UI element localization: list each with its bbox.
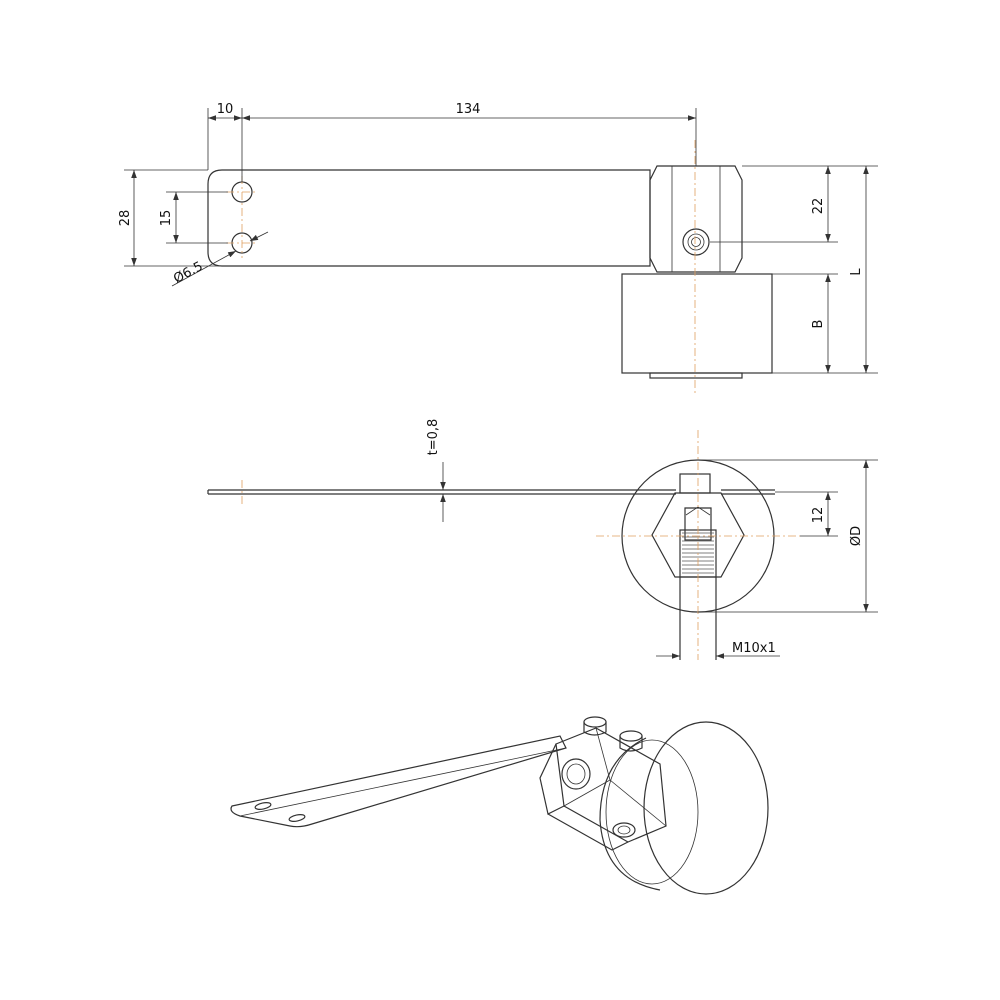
dim-label-hole-diameter: Ø6.5 xyxy=(171,259,205,287)
dim-label-nut-center: 22 xyxy=(811,198,826,215)
dim-hole-diameter: Ø6.5 xyxy=(171,231,269,287)
arm-edge xyxy=(207,489,676,495)
arm-iso xyxy=(230,735,567,828)
roller-iso xyxy=(599,721,769,895)
dim-label-thread: M10x1 xyxy=(732,641,776,656)
dim-label-hole-offset: 10 xyxy=(217,102,234,117)
dim-label-thread-offset: 12 xyxy=(811,507,826,524)
hex-body-section xyxy=(651,492,745,578)
arm-hole-iso-1 xyxy=(254,802,272,810)
dim-label-thickness: t=0,8 xyxy=(426,419,441,456)
set-screw-top xyxy=(679,473,711,494)
arm-hole-iso-2 xyxy=(288,814,306,822)
centerlines-top xyxy=(226,140,696,395)
dim-thread: M10x1 xyxy=(656,641,780,659)
dim-thread-offset: 12 xyxy=(775,491,838,537)
hex-nut-top xyxy=(649,165,743,273)
dim-label-roller-diameter: ØD xyxy=(849,526,864,546)
side-view: t=0,8 12 ØD M10x1 xyxy=(207,419,878,660)
dim-thickness: t=0,8 xyxy=(426,419,446,522)
dim-roller-width: B xyxy=(772,273,878,374)
centerlines-side xyxy=(241,430,800,660)
dim-label-arm-width: 28 xyxy=(118,210,133,227)
dim-arm-width: 28 xyxy=(118,169,222,267)
dim-roller-diameter: ØD xyxy=(698,459,878,613)
isometric-view xyxy=(230,716,769,895)
dim-hole-spacing: 15 xyxy=(159,191,228,244)
dim-label-hole-spacing: 15 xyxy=(159,210,174,227)
dim-label-roller-width: B xyxy=(811,320,826,329)
dim-arm-length: 134 xyxy=(242,102,697,166)
dim-overall-length: L xyxy=(849,166,869,373)
arm-plate xyxy=(207,169,651,267)
top-view: 10 134 28 15 Ø6.5 xyxy=(118,102,878,395)
set-screws-iso xyxy=(583,716,643,752)
dim-label-overall-length: L xyxy=(849,268,864,276)
dim-nut-center: 22 xyxy=(710,165,878,243)
dim-label-arm-length: 134 xyxy=(456,102,481,117)
roller-top xyxy=(621,273,773,379)
hex-body-iso xyxy=(539,727,667,851)
